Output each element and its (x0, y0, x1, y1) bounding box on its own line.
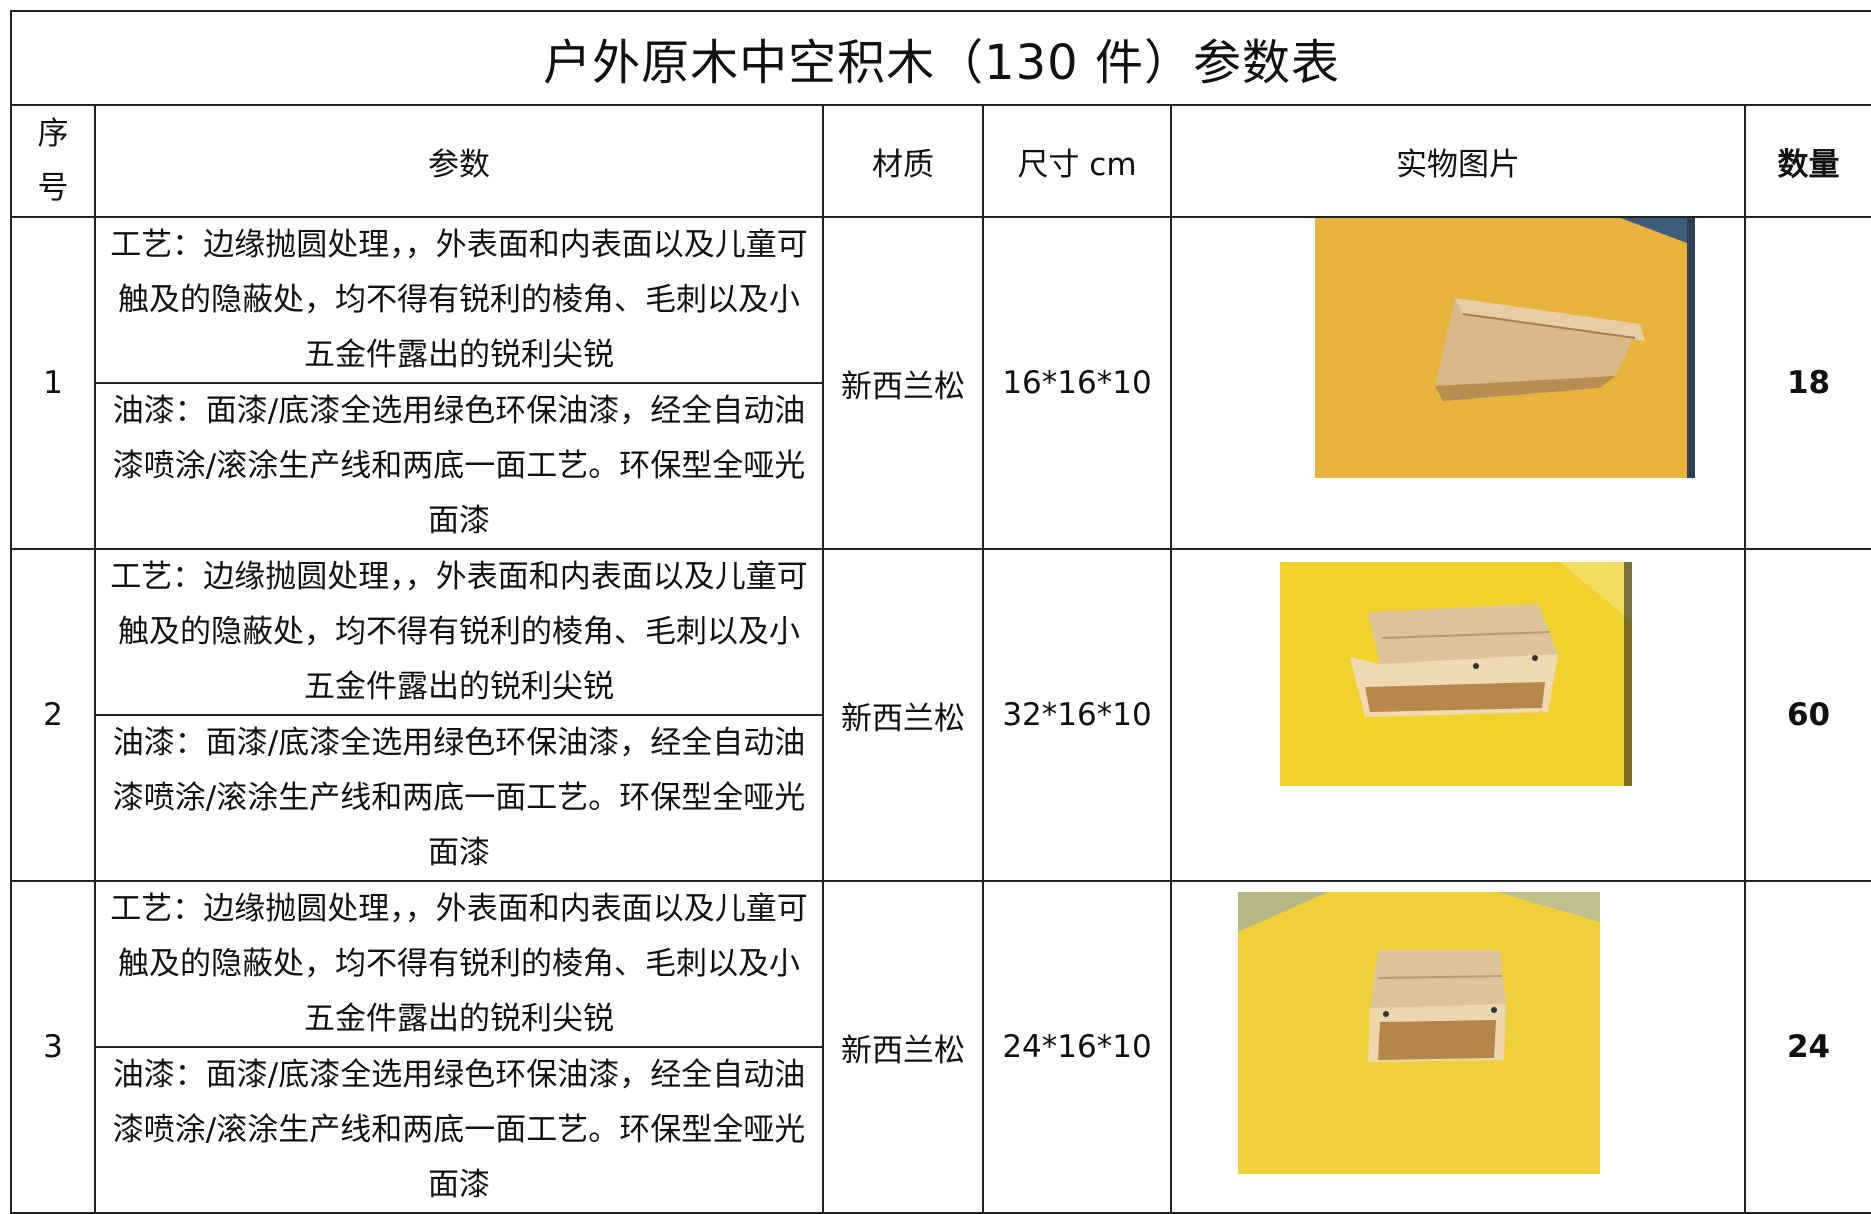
row-photo (1170, 216, 1746, 550)
craft-text: 工艺：边缘抛圆处理，，外表面和内表面以及儿童可触及的隐蔽处，均不得有锐利的棱角、… (110, 226, 808, 373)
table-row: 2 工艺：边缘抛圆处理，，外表面和内表面以及儿童可触及的隐蔽处，均不得有锐利的棱… (10, 548, 1871, 882)
wood-block-photo (1315, 219, 1695, 478)
row-seq: 3 (10, 880, 96, 1214)
wood-block-photo (1238, 892, 1600, 1174)
header-seq: 序号 (10, 104, 96, 218)
row-quantity: 24 (1743, 880, 1871, 1214)
row-size: 16*16*10 (982, 216, 1172, 550)
row-seq: 2 (10, 548, 96, 882)
header-quantity: 数量 (1743, 104, 1871, 218)
row-material: 新西兰松 (822, 216, 984, 550)
header-photo: 实物图片 (1170, 104, 1746, 218)
row-material: 新西兰松 (822, 548, 984, 882)
table-row: 1 工艺：边缘抛圆处理，，外表面和内表面以及儿童可触及的隐蔽处，均不得有锐利的棱… (10, 216, 1871, 550)
wood-block-photo (1280, 562, 1632, 786)
craft-text: 工艺：边缘抛圆处理，，外表面和内表面以及儿童可触及的隐蔽处，均不得有锐利的棱角、… (110, 558, 808, 705)
spec-table: 户外原木中空积木（130 件）参数表 序号 参数 材质 尺寸 cm 实物图片 数… (9, 10, 1871, 1214)
table-title: 户外原木中空积木（130 件）参数表 (9, 10, 1871, 106)
header-material: 材质 (822, 104, 984, 218)
header-seq-char2: 号 (37, 170, 69, 206)
row-size: 32*16*10 (982, 548, 1172, 882)
row-photo (1170, 548, 1746, 882)
row-params: 工艺：边缘抛圆处理，，外表面和内表面以及儿童可触及的隐蔽处，均不得有锐利的棱角、… (94, 216, 824, 550)
row-photo (1170, 880, 1746, 1214)
row-size: 24*16*10 (982, 880, 1172, 1214)
row-params: 工艺：边缘抛圆处理，，外表面和内表面以及儿童可触及的隐蔽处，均不得有锐利的棱角、… (94, 880, 824, 1214)
craft-text: 工艺：边缘抛圆处理，，外表面和内表面以及儿童可触及的隐蔽处，均不得有锐利的棱角、… (110, 890, 808, 1037)
row-quantity: 60 (1743, 548, 1871, 882)
paint-text: 油漆：面漆/底漆全选用绿色环保油漆，经全自动油漆喷涂/滚涂生产线和两底一面工艺。… (97, 714, 821, 879)
row-material: 新西兰松 (822, 880, 984, 1214)
header-seq-char1: 序 (37, 116, 69, 152)
paint-text: 油漆：面漆/底漆全选用绿色环保油漆，经全自动油漆喷涂/滚涂生产线和两底一面工艺。… (97, 1046, 821, 1211)
row-quantity: 18 (1743, 216, 1871, 550)
paint-text: 油漆：面漆/底漆全选用绿色环保油漆，经全自动油漆喷涂/滚涂生产线和两底一面工艺。… (97, 382, 821, 547)
row-params: 工艺：边缘抛圆处理，，外表面和内表面以及儿童可触及的隐蔽处，均不得有锐利的棱角、… (94, 548, 824, 882)
header-params: 参数 (94, 104, 824, 218)
table-row: 3 工艺：边缘抛圆处理，，外表面和内表面以及儿童可触及的隐蔽处，均不得有锐利的棱… (10, 880, 1871, 1214)
row-seq: 1 (10, 216, 96, 550)
header-size: 尺寸 cm (982, 104, 1172, 218)
